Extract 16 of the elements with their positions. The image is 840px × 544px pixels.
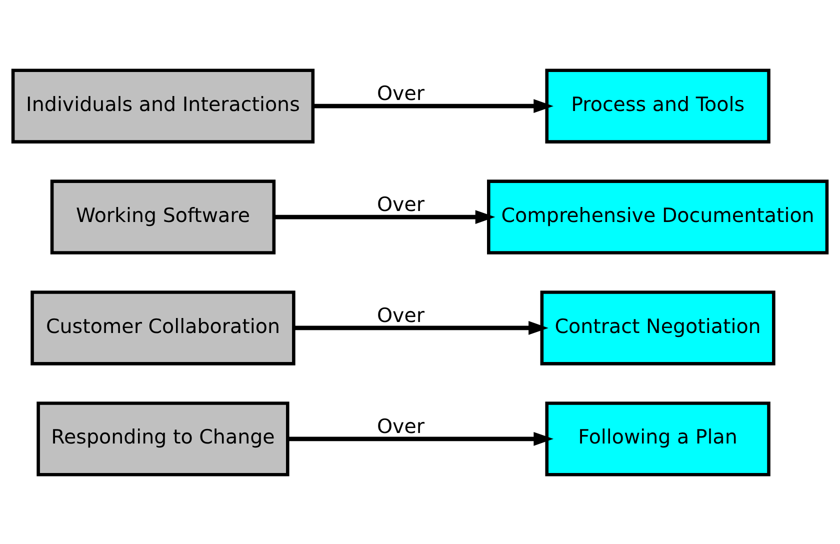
arrow (274, 210, 496, 224)
node-box: Responding to Change (36, 401, 290, 476)
node-box: Process and Tools (545, 68, 770, 143)
edge-label: Over (377, 303, 425, 326)
node-box: Working Software (50, 179, 276, 254)
node-box: Customer Collaboration (30, 290, 296, 365)
node-box: Following a Plan (545, 401, 770, 476)
edge-label: Over (377, 81, 425, 104)
node-box: Comprehensive Documentation (487, 179, 829, 254)
arrow (288, 431, 554, 446)
arrow (294, 320, 548, 334)
arrow (313, 98, 554, 113)
node-box: Contract Negotiation (540, 290, 776, 365)
node-box: Individuals and Interactions (11, 68, 315, 143)
edge-label: Over (377, 414, 425, 438)
edge-label: Over (377, 192, 425, 216)
